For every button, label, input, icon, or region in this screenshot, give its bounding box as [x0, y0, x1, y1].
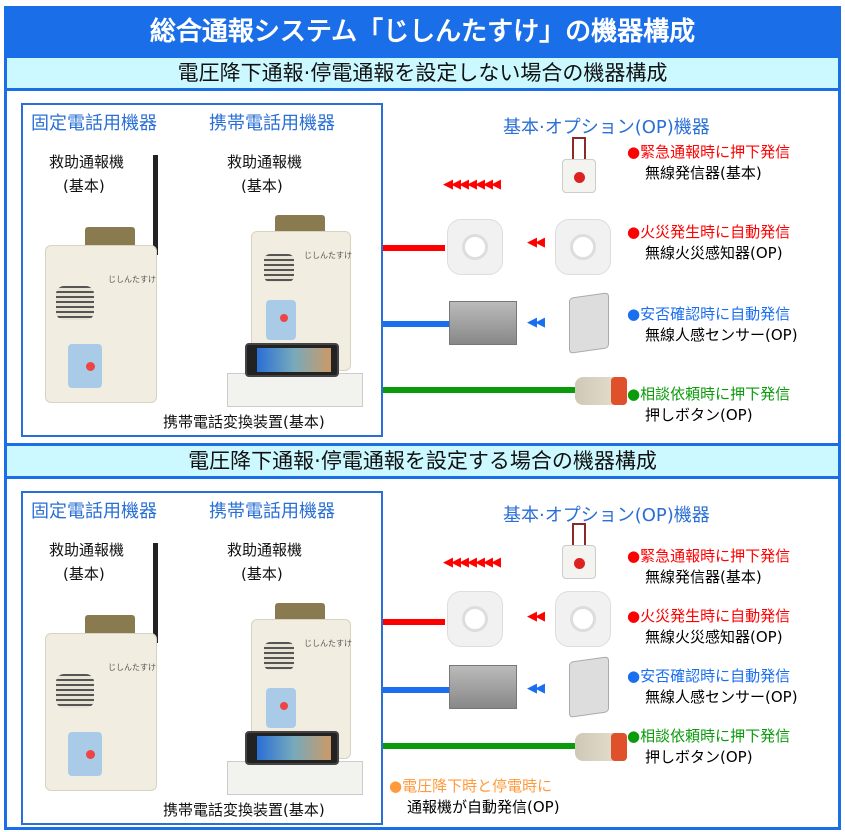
fixed-alarm-device-icon: じしんたすけ [45, 245, 157, 403]
section-without-power: 固定電話用機器 携帯電話用機器 救助通報機 (基本) 救助通報機 (基本) じし… [7, 95, 838, 440]
arrow-left-icon: ◀◀ [527, 235, 545, 250]
fixed-phone-label: 固定電話用機器 [31, 501, 157, 522]
fixed-device-basic: (基本) [63, 565, 105, 583]
fixed-device-name: 救助通報機 [49, 153, 125, 171]
motion-sensor-icon [569, 292, 609, 354]
options-heading: 基本·オプション(OP)機器 [503, 117, 710, 138]
page-title: 総合通報システム「じしんたすけ」の機器構成 [7, 9, 838, 55]
green-line [383, 743, 577, 749]
diagram-frame: 総合通報システム「じしんたすけ」の機器構成 電圧降下通報·停電通報を設定しない場… [4, 6, 841, 830]
item-transmitter: ●緊急通報時に押下発信無線発信器(基本) [627, 143, 791, 182]
blue-line [383, 321, 449, 327]
fixed-alarm-device-icon: じしんたすけ [45, 633, 157, 791]
wall-bracket [85, 227, 135, 249]
wall-bracket [85, 615, 135, 637]
fixed-phone-label: 固定電話用機器 [31, 113, 157, 134]
item-push-button: ●相談依頼時に押下発信押しボタン(OP) [627, 727, 791, 766]
phone-devices-box: 固定電話用機器 携帯電話用機器 救助通報機 (基本) 救助通報機 (基本) じし… [21, 491, 383, 825]
receiver-unit-icon [449, 301, 517, 345]
wireless-transmitter-icon [560, 137, 598, 197]
motion-sensor-icon [569, 656, 609, 718]
converter-base-icon [227, 761, 363, 795]
fixed-device-name: 救助通報機 [49, 541, 125, 559]
green-line [383, 387, 577, 393]
section-with-power: 固定電話用機器 携帯電話用機器 救助通報機 (基本) 救助通報機 (基本) じし… [7, 483, 838, 828]
smoke-detector-icon [555, 591, 611, 647]
arrow-left-icon: ◀◀ [527, 681, 545, 696]
receiver-unit-icon [449, 665, 517, 709]
red-line [383, 245, 445, 251]
section-heading-without-power: 電圧降下通報·停電通報を設定しない場合の機器構成 [7, 55, 838, 91]
mobile-device-name: 救助通報機 [227, 153, 303, 171]
converter-base-icon [227, 373, 363, 407]
item-motion-sensor: ●安否確認時に自動発信無線人感センサー(OP) [627, 667, 798, 706]
red-line [383, 619, 445, 625]
converter-label: 携帯電話変換装置(基本) [163, 413, 325, 431]
smartphone-icon [245, 731, 339, 765]
phone-devices-box: 固定電話用機器 携帯電話用機器 救助通報機 (基本) 救助通報機 (基本) じし… [21, 103, 383, 437]
blue-line [383, 687, 449, 693]
arrow-left-icon: ◀◀◀◀◀◀◀ [443, 555, 501, 570]
push-button-icon [575, 377, 627, 405]
mobile-device-basic: (基本) [241, 177, 283, 195]
item-motion-sensor: ●安否確認時に自動発信無線人感センサー(OP) [627, 305, 798, 344]
smartphone-icon [245, 343, 339, 377]
wireless-transmitter-icon [560, 523, 598, 583]
section-heading-with-power: 電圧降下通報·停電通報を設定する場合の機器構成 [7, 443, 838, 479]
item-power-failure: ●電圧降下時と停電時に通報機が自動発信(OP) [389, 777, 560, 816]
fixed-device-basic: (基本) [63, 177, 105, 195]
arrow-left-icon: ◀◀ [527, 609, 545, 624]
item-fire-detector: ●火災発生時に自動発信無線火災感知器(OP) [627, 223, 791, 262]
options-heading: 基本·オプション(OP)機器 [503, 505, 710, 526]
item-transmitter: ●緊急通報時に押下発信無線発信器(基本) [627, 547, 791, 586]
smoke-detector-icon [555, 219, 611, 275]
push-button-icon [575, 733, 627, 761]
arrow-left-icon: ◀◀◀◀◀◀◀ [443, 177, 501, 192]
antenna-icon [153, 155, 158, 255]
antenna-icon [153, 543, 158, 643]
mobile-phone-label: 携帯電話用機器 [209, 501, 335, 522]
mobile-phone-label: 携帯電話用機器 [209, 113, 335, 134]
mobile-device-name: 救助通報機 [227, 541, 303, 559]
arrow-left-icon: ◀◀ [527, 315, 545, 330]
mobile-device-basic: (基本) [241, 565, 283, 583]
smoke-detector-icon [447, 219, 503, 275]
smoke-detector-icon [447, 591, 503, 647]
converter-label: 携帯電話変換装置(基本) [163, 801, 325, 819]
item-push-button: ●相談依頼時に押下発信押しボタン(OP) [627, 385, 791, 424]
item-fire-detector: ●火災発生時に自動発信無線火災感知器(OP) [627, 607, 791, 646]
